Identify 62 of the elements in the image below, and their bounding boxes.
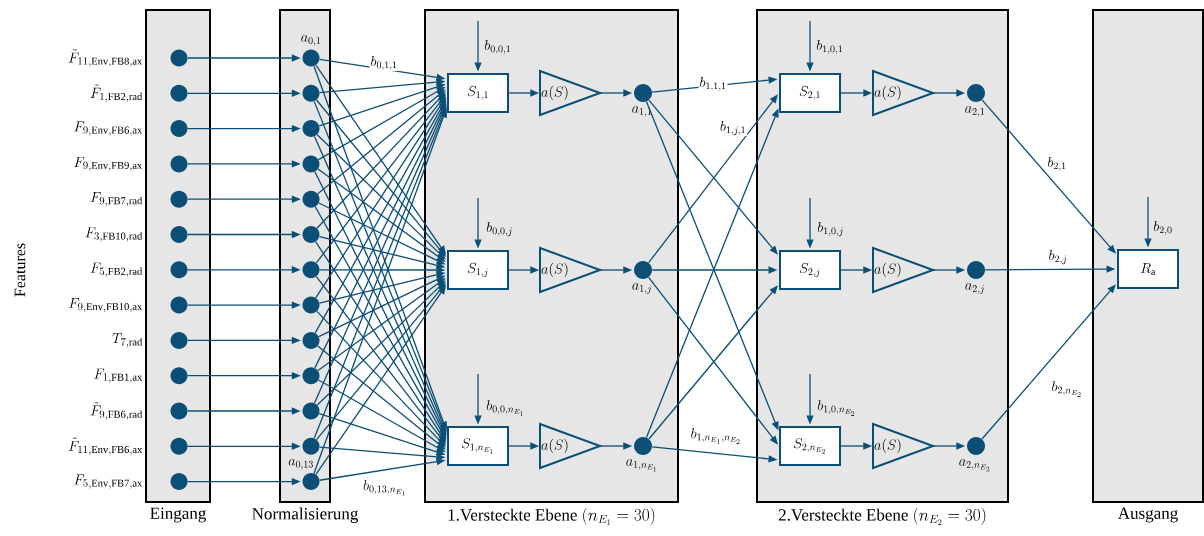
node-label: $F_{3,\mathrm{FB10,rad}}$ [85, 227, 143, 242]
arrow [316, 280, 446, 406]
sum-box: $S_{1,1}$ [447, 73, 509, 113]
sum-box: $S_{2,n_{E_2}}$ [779, 426, 841, 466]
node-label: $a_{0,13}$ [288, 458, 313, 470]
node-label: $F_{9,\mathrm{Env,FB10,ax}}$ [69, 298, 143, 313]
sum-box: $S_{1,n_{E_1}}$ [447, 426, 509, 466]
node-label: $a_{2,j}$ [965, 283, 984, 294]
node-label: Eingang [150, 507, 207, 523]
node-label: $F_{5,\mathrm{Env,FB7,ax}}$ [74, 474, 143, 489]
node-label: $F_{9,\mathrm{Env,FB6,ax}}$ [74, 121, 143, 136]
neuron-dot [302, 296, 320, 314]
arrow [981, 284, 1116, 440]
node-label: $\tilde{F}_{9,\mathrm{FB6,rad}}$ [90, 402, 143, 420]
neuron-dot [302, 261, 320, 279]
node-label: Normalisierung [252, 507, 359, 523]
node-label: $a_{1,n_{E_1}}$ [626, 459, 657, 472]
node-label: $a_{1,1}$ [632, 106, 652, 117]
node-label: $\tilde{F}_{11,\mathrm{Env,FB6,ax}}$ [68, 437, 143, 456]
neuron-dot [302, 367, 320, 385]
edge-label: $b_{0,13,n_{E_1}}$ [362, 479, 408, 497]
arrow [981, 99, 1116, 254]
neuron-dot [302, 437, 320, 455]
node-label: Ausgang [1117, 507, 1178, 523]
edge-label: $b_{0,0,n_{E_1}}$ [485, 399, 527, 417]
arrow [317, 345, 446, 450]
neuron-dot [302, 155, 320, 173]
edge-label: $b_{1,1,1}$ [698, 75, 728, 93]
node-label: $\tilde{F}_{11,\mathrm{Env,FB8,ax}}$ [68, 49, 143, 67]
neuron-dot [302, 190, 320, 208]
layer-panel: Eingang [145, 9, 211, 523]
sum-box: $S_{2,1}$ [779, 73, 841, 113]
neuron-dot [302, 226, 320, 243]
node-label: $\tilde{F}_{1,\mathrm{FB2,rad}}$ [90, 84, 143, 103]
node-label: $F_{9,\mathrm{FB7,rad}}$ [90, 192, 143, 207]
node-label: $a_{1,j}$ [632, 283, 651, 294]
arrow [316, 134, 446, 260]
node-label: $a_{2,n_{E_2}}$ [959, 459, 990, 472]
node-label: $\text{1.Versteckte Ebene }(n_{E_1} = 30)$ [448, 507, 655, 525]
node-label: $a_{2,1}$ [965, 106, 985, 117]
neuron-dot [302, 331, 320, 349]
neuron-dot [302, 120, 320, 138]
node-label: $F_{5,\mathrm{FB2,rad}}$ [90, 262, 143, 277]
edge-label: $b_{2,n_{E_2}}$ [1050, 380, 1084, 398]
node-label: $\text{2.Versteckte Ebene }(n_{E_2} = 30)$ [778, 507, 986, 525]
node-label: $T_{7,\mathrm{rad}}$ [112, 333, 143, 348]
node-label: $F_{9,\mathrm{Env,FB9,ax}}$ [74, 156, 143, 171]
edge-label: $b_{2,j}$ [1047, 248, 1069, 266]
edge-label: $b_{1,j,1}$ [718, 119, 748, 137]
node-label: $a_{0,1}$ [301, 35, 321, 46]
sum-box: $R_\mathrm{a}$ [1117, 249, 1179, 289]
axis-label: Features [14, 243, 26, 297]
sum-box: $S_{1,j}$ [447, 250, 509, 290]
arrow [317, 89, 446, 195]
edge-label: $b_{1,n_{E_1},n_{E_2}}$ [689, 427, 743, 445]
edge-label: $b_{1,0,n_{E_2}}$ [816, 399, 858, 417]
neuron-dot [302, 402, 320, 420]
sum-box: $S_{2,j}$ [779, 250, 841, 290]
edge-label: $b_{0,1,1}$ [369, 54, 399, 72]
node-label: $F_{1,\mathrm{FB1,ax}}$ [94, 368, 143, 383]
edge-label: $b_{2,1}$ [1046, 155, 1068, 173]
neuron-dot [302, 84, 320, 102]
